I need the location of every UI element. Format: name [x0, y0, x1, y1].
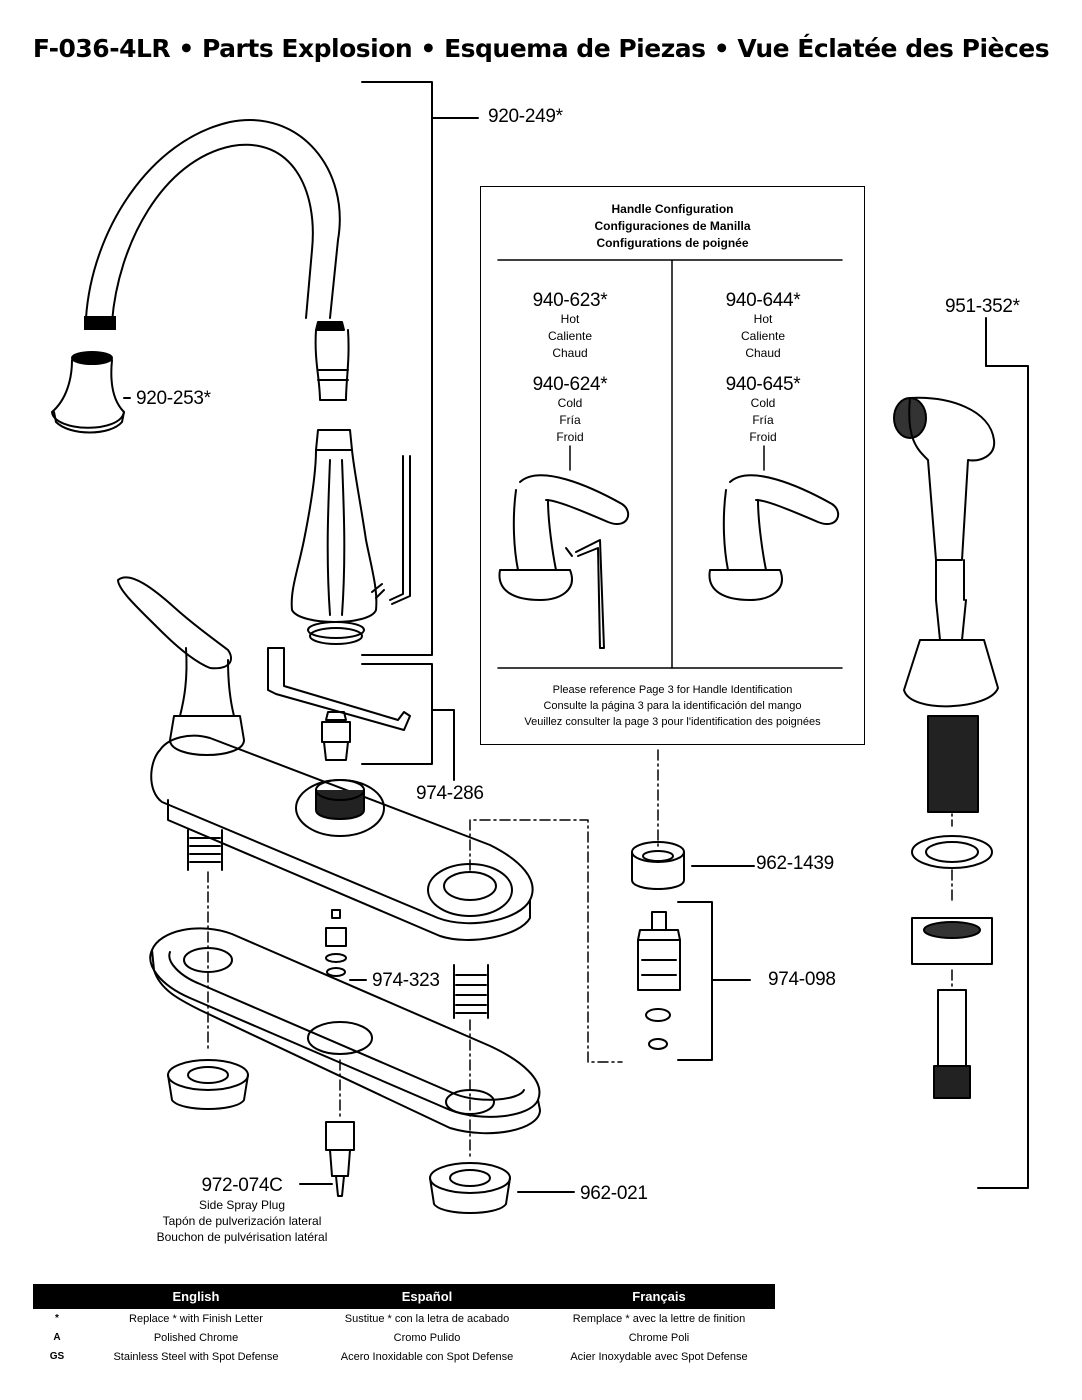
center-lines — [207, 719, 953, 1161]
bonnet-drawing — [631, 841, 685, 890]
note-es: Consulte la página 3 para la identificac… — [543, 700, 802, 712]
spray-plug-en: Side Spray Plug — [198, 1198, 286, 1212]
label-aerator: 920-253* — [136, 388, 211, 409]
handle-config-note: Please reference Page 3 for Handle Ident… — [481, 682, 864, 730]
cfg-right-hot-es: Caliente — [740, 329, 786, 343]
legend-row: GS Stainless Steel with Spot Defense Ace… — [33, 1347, 775, 1366]
cfg-right-hot-number: 940-644* — [725, 290, 801, 311]
handle-configuration-box: Handle Configuration Configuraciones de … — [480, 186, 865, 745]
cfg-left-handle-drawing — [498, 474, 630, 649]
cfg-right-column: 940-644* Hot Caliente Chaud 940-645* Col… — [673, 291, 853, 446]
legend-english: Replace * with Finish Letter — [129, 1312, 263, 1325]
right-nut-drawing — [429, 1162, 511, 1214]
spray-plug-fr: Bouchon de pulvérisation latéral — [156, 1230, 328, 1244]
finish-legend-table: English Español Français * Replace * wit… — [33, 1284, 775, 1366]
cfg-left-hot-en: Hot — [560, 312, 580, 326]
legend-header-spanish: Español — [401, 1289, 453, 1304]
legend-spanish: Sustitue * con la letra de acabado — [344, 1312, 510, 1325]
label-cartridge: 974-098 — [768, 969, 836, 990]
cfg-left-cold-es: Fría — [559, 413, 581, 427]
cfg-right-cold-number: 940-645* — [725, 374, 801, 395]
legend-row: * Replace * with Finish Letter Sustitue … — [33, 1309, 775, 1328]
cfg-left-cold-number: 940-624* — [532, 374, 608, 395]
legend-french: Acier Inoxydable avec Spot Defense — [570, 1350, 748, 1363]
legend-code: * — [55, 1313, 59, 1324]
legend-header-row: English Español Français — [33, 1284, 775, 1309]
legend-spanish: Acero Inoxidable con Spot Defense — [340, 1350, 514, 1363]
legend-french: Chrome Poli — [628, 1331, 690, 1344]
legend-header-french: Français — [632, 1289, 686, 1304]
legend-french: Remplace * avec la lettre de finition — [572, 1312, 746, 1325]
label-nut: 962-021 — [580, 1183, 648, 1204]
label-spout: 920-249* — [488, 106, 563, 127]
spray-plug-number: 972-074C — [201, 1175, 283, 1196]
cfg-left-cold-fr: Froid — [556, 430, 584, 444]
cfg-left-cold-en: Cold — [557, 396, 583, 410]
heading-en: Handle Configuration — [611, 202, 734, 216]
clip-drawing — [325, 909, 347, 977]
aerator-drawing — [51, 351, 131, 434]
label-sprayer: 951-352* — [945, 296, 1020, 317]
note-en: Please reference Page 3 for Handle Ident… — [552, 684, 793, 696]
note-fr: Veuillez consulter la page 3 pour l'iden… — [524, 716, 821, 728]
legend-spanish: Cromo Pulido — [393, 1331, 461, 1344]
cfg-left-hot-number: 940-623* — [532, 290, 608, 311]
legend-english: Polished Chrome — [153, 1331, 239, 1344]
legend-english: Stainless Steel with Spot Defense — [113, 1350, 279, 1363]
heading-es: Configuraciones de Manilla — [594, 219, 751, 233]
label-spray-plug: 972-074C Side Spray Plug Tapón de pulver… — [142, 1175, 342, 1245]
cfg-right-hot-fr: Chaud — [745, 346, 781, 360]
cfg-right-hot-en: Hot — [753, 312, 773, 326]
spout-drawing — [84, 119, 411, 645]
spray-plug-es: Tapón de pulverización lateral — [162, 1214, 322, 1228]
cfg-left-hot-fr: Chaud — [552, 346, 588, 360]
label-bonnet: 962-1439 — [756, 853, 834, 874]
cartridge-drawing — [637, 911, 681, 1050]
cfg-right-cold-fr: Froid — [749, 430, 777, 444]
legend-header-english: English — [172, 1289, 220, 1304]
sprayer-drawing — [893, 396, 999, 1099]
cartridge-bracket — [677, 901, 713, 1061]
legend-code: A — [53, 1332, 61, 1343]
deck-body-drawing — [150, 734, 534, 1019]
stem-bracket — [361, 663, 433, 765]
cfg-left-column: 940-623* Hot Caliente Chaud 940-624* Col… — [481, 291, 659, 446]
stem-drawing — [321, 711, 351, 761]
legend-code: GS — [49, 1351, 65, 1362]
cfg-right-handle-drawing — [708, 474, 840, 601]
label-clip: 974-323 — [372, 970, 440, 991]
stem-leader — [431, 709, 455, 781]
handle-config-heading: Handle Configuration Configuraciones de … — [481, 201, 864, 252]
heading-fr: Configurations de poignée — [596, 236, 749, 250]
left-nut-drawing — [167, 1059, 249, 1110]
page-title: F-036-4LR • Parts Explosion • Esquema de… — [32, 34, 1050, 63]
cfg-right-cold-en: Cold — [750, 396, 776, 410]
label-stem: 974-286 — [416, 783, 484, 804]
cfg-left-hot-es: Caliente — [547, 329, 593, 343]
spray-plug-drawing — [325, 1121, 355, 1197]
left-handle-drawing — [117, 576, 245, 756]
sprayer-bracket — [977, 365, 1029, 1189]
hex-key-drawing — [267, 647, 411, 731]
legend-row: A Polished Chrome Cromo Pulido Chrome Po… — [33, 1328, 775, 1347]
cfg-right-cold-es: Fría — [752, 413, 774, 427]
spout-bracket — [361, 81, 433, 656]
